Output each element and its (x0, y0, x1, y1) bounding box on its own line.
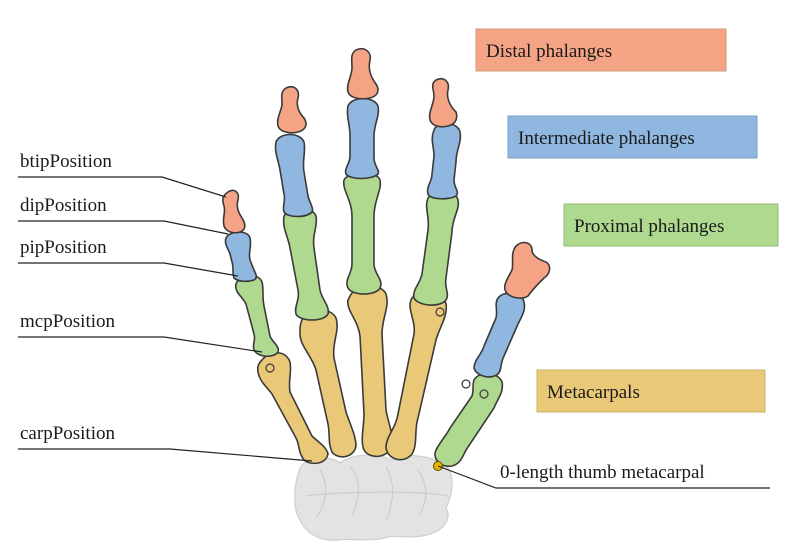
distal-index (428, 77, 458, 128)
proximal-pinky (234, 274, 280, 358)
leader-carp (18, 448, 313, 462)
carpal-bones (294, 454, 453, 541)
label-btip-position: btipPosition (20, 151, 112, 172)
legend-intermediate: Intermediate phalanges (507, 115, 758, 159)
proximal-middle (342, 171, 382, 295)
intermediate-thumb (473, 292, 526, 378)
distal-pinky (222, 189, 246, 234)
legend-distal-label: Distal phalanges (486, 41, 612, 62)
proximal-phalanges (234, 171, 504, 468)
legend-distal: Distal phalanges (475, 28, 727, 72)
distal-ring (276, 85, 307, 134)
intermediate-middle (344, 97, 380, 180)
intermediate-ring (274, 133, 314, 218)
leader-lines (18, 176, 770, 489)
proximal-thumb (434, 372, 504, 468)
label-carp-position: carpPosition (20, 423, 115, 444)
carpal-bone (294, 454, 453, 541)
intermediate-phalanges (224, 97, 526, 378)
legend-intermediate-label: Intermediate phalanges (518, 128, 695, 149)
metacarpal-bones (256, 285, 448, 465)
leader-pip (18, 262, 239, 277)
distal-thumb (503, 241, 551, 299)
label-dip-position: dipPosition (20, 195, 107, 216)
metacarpal-pinky (256, 351, 329, 465)
leader-mcp (18, 336, 263, 353)
metacarpal-middle (347, 285, 394, 458)
legend-proximal-label: Proximal phalanges (574, 216, 724, 237)
position-labels: btipPosition dipPosition pipPosition mcp… (20, 151, 705, 483)
intermediate-pinky (224, 231, 258, 283)
legend: Distal phalanges Intermediate phalanges … (475, 28, 779, 413)
metacarpal-ring (299, 309, 357, 458)
legend-proximal: Proximal phalanges (563, 203, 779, 247)
leader-thumb (437, 465, 770, 489)
label-mcp-position: mcpPosition (20, 311, 116, 332)
label-pip-position: pipPosition (20, 237, 107, 258)
label-thumb-metacarpal: 0-length thumb metacarpal (500, 462, 705, 483)
intermediate-index (426, 122, 462, 200)
leader-btip (18, 176, 227, 198)
legend-metacarpals: Metacarpals (536, 369, 766, 413)
metacarpal-index (385, 291, 448, 461)
legend-metacarpals-label: Metacarpals (547, 382, 640, 403)
leader-dip (18, 220, 229, 235)
distal-phalanges (222, 47, 551, 299)
proximal-ring (282, 207, 330, 321)
proximal-index (412, 190, 460, 306)
distal-middle (346, 47, 379, 100)
